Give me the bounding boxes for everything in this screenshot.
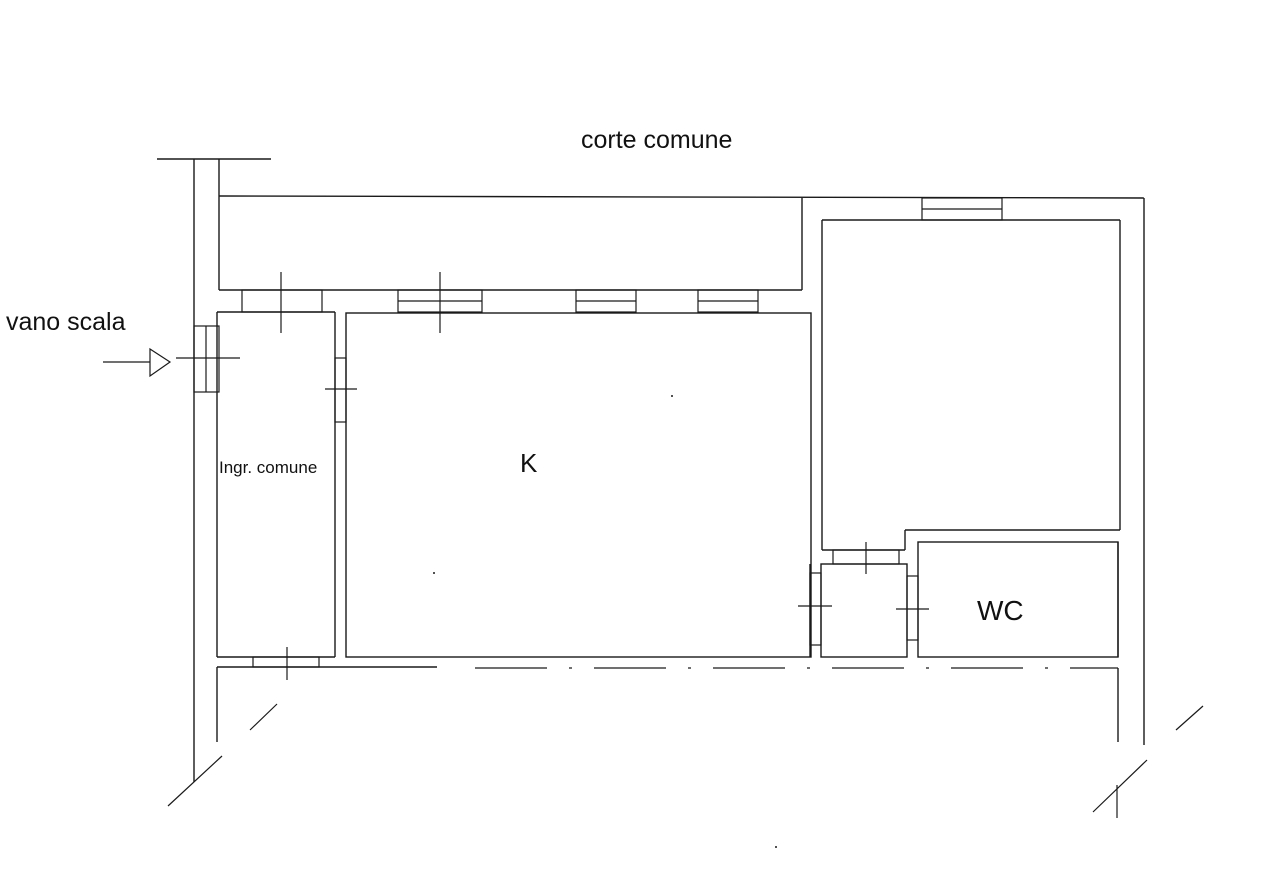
kitchen-room bbox=[217, 312, 812, 668]
openings bbox=[176, 197, 1003, 680]
entrance-label: Ingr. comune bbox=[219, 458, 318, 477]
right-room bbox=[821, 219, 1120, 551]
kitchen-label: K bbox=[520, 448, 538, 478]
lower-boundary bbox=[475, 667, 1119, 742]
wc-label: WC bbox=[977, 595, 1024, 626]
stair-label: vano scala bbox=[6, 308, 126, 336]
break-lines bbox=[167, 703, 1204, 818]
entrance-arrow-icon bbox=[103, 347, 172, 378]
court-label: corte comune bbox=[581, 126, 733, 154]
specks bbox=[433, 395, 777, 848]
small-hall bbox=[809, 563, 908, 658]
